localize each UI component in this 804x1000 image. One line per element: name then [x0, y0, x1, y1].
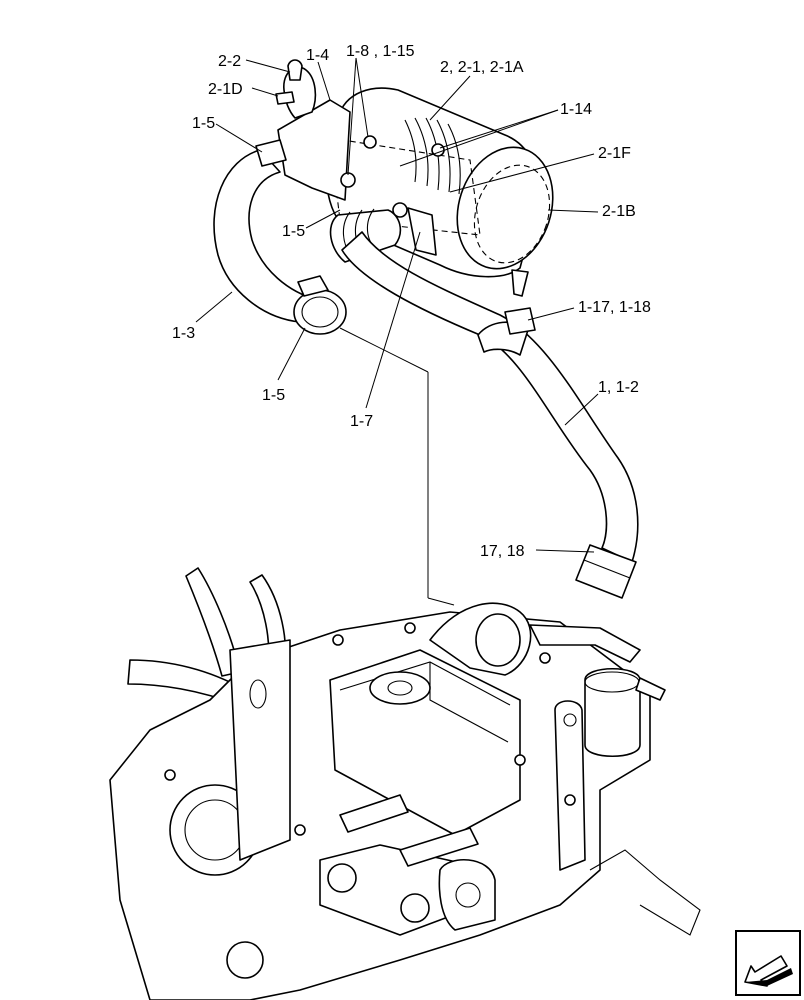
hose-end-17-18	[575, 544, 637, 599]
service-indicator	[275, 59, 317, 119]
arrow-icon	[744, 955, 793, 987]
label-17-18: 17, 18	[480, 543, 525, 560]
label-1-14: 1-14	[560, 101, 592, 118]
mounting-bracket	[277, 99, 445, 256]
label-1-5-mid: 1-5	[282, 223, 305, 240]
label-2-1f: 2-1F	[598, 145, 631, 162]
label-1-17-1-18: 1-17, 1-18	[578, 299, 651, 316]
navigation-arrow-button[interactable]	[735, 930, 801, 996]
label-1-5-low: 1-5	[262, 387, 285, 404]
label-2-1d: 2-1D	[208, 81, 243, 98]
air-cleaner	[325, 87, 554, 297]
hose-1-2	[341, 231, 639, 563]
label-1-5-top: 1-5	[192, 115, 215, 132]
hose-clamp-lower	[293, 275, 347, 335]
label-1-1-2: 1, 1-2	[598, 379, 639, 396]
engine	[109, 567, 701, 1000]
label-1-8-1-15: 1-8 , 1-15	[346, 43, 415, 60]
label-2-1b: 2-1B	[602, 203, 636, 220]
label-1-7: 1-7	[350, 413, 373, 430]
callout-labels: 2-2 2-1D 1-4 1-8 , 1-15 2, 2-1, 2-1A 1-1…	[172, 43, 651, 560]
label-2-2-1-2-1a: 2, 2-1, 2-1A	[440, 59, 524, 76]
label-1-3: 1-3	[172, 325, 195, 342]
leader-lines	[195, 57, 599, 606]
label-1-4: 1-4	[306, 47, 329, 64]
label-2-2: 2-2	[218, 53, 241, 70]
